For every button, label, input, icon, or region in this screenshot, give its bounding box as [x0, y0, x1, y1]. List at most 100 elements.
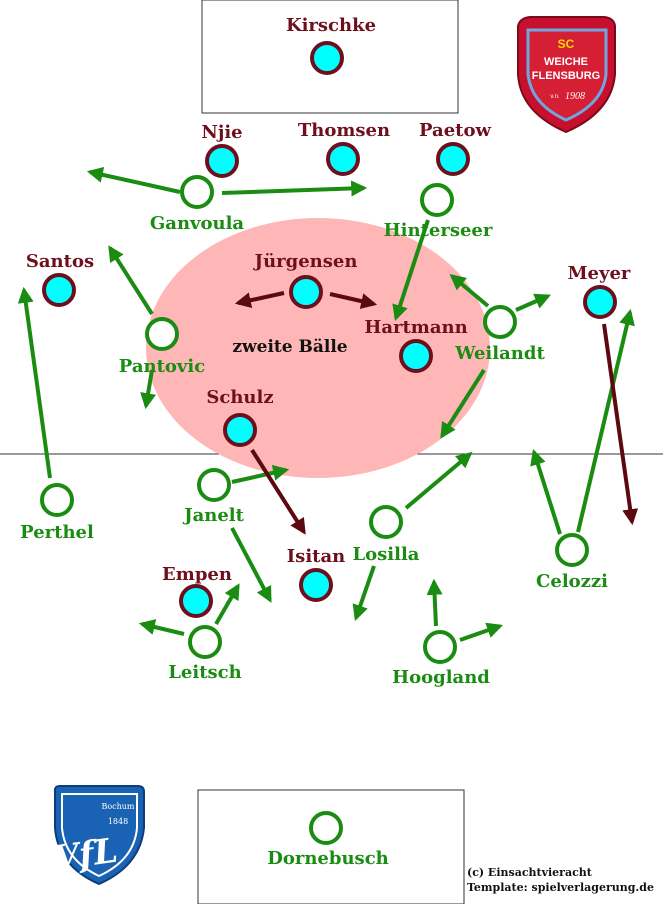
arrow-pantovic-up: [108, 245, 154, 316]
player-perthel: Perthel: [20, 483, 94, 543]
top-penalty-box: [201, 0, 459, 114]
player-dornebusch: Dornebusch: [267, 811, 389, 869]
home-arrows: [234, 291, 639, 535]
arrow-leitsch-up: [214, 583, 240, 626]
player-hinterseer: Hinterseer: [384, 183, 493, 241]
player-label: Santos: [26, 251, 94, 272]
player-label: Paetow: [419, 120, 491, 141]
arrow-schulz: [250, 448, 306, 535]
player-celozzi: Celozzi: [536, 533, 608, 592]
player-token: [310, 41, 344, 75]
player-token: [40, 483, 74, 517]
player-token: [436, 142, 470, 176]
player-token: [483, 305, 517, 339]
player-token: [145, 317, 179, 351]
player-label: Jürgensen: [253, 251, 358, 272]
player-token: [179, 584, 213, 618]
player-pantovic: Pantovic: [119, 317, 205, 377]
player-token: [223, 413, 257, 447]
player-label: Losilla: [353, 544, 420, 565]
player-njie: Njie: [201, 122, 243, 178]
player-label: Hoogland: [392, 667, 490, 688]
credit-author: (c) Einsachtvieracht: [467, 866, 592, 879]
arrow-ganvoula-left: [86, 166, 181, 194]
player-label: Hinterseer: [384, 220, 493, 241]
crest-bochum: Bochum: [101, 802, 134, 811]
player-losilla: Losilla: [353, 505, 420, 565]
arrow-pantovic-down: [140, 369, 156, 410]
arrow-losilla-up: [404, 451, 473, 510]
player-token: [555, 533, 589, 567]
crest-sc: SC: [558, 37, 575, 51]
away-team-logo: VfL Bochum 1848: [50, 785, 145, 886]
player-label: Hartmann: [364, 317, 467, 338]
player-label: Kirschke: [286, 15, 376, 36]
player-token: [369, 505, 403, 539]
second-balls-zone: [146, 218, 490, 478]
credit-template: Template: spielverlagerung.de: [467, 881, 654, 894]
player-label: Weilandt: [454, 343, 545, 364]
crest-weiche: WEICHE: [544, 56, 588, 68]
player-hartmann: Hartmann: [364, 317, 468, 373]
player-token: [188, 625, 222, 659]
arrow-leitsch-left: [138, 619, 185, 636]
arrow-janelt-right: [231, 464, 290, 484]
player-token: [583, 285, 617, 319]
arrow-weilandt-up: [449, 273, 490, 308]
player-token: [299, 568, 333, 602]
zone-label: zweite Bälle: [232, 337, 347, 357]
player-weilandt: Weilandt: [454, 305, 545, 364]
arrow-weilandt-right: [515, 293, 551, 312]
player-label: Ganvoula: [150, 213, 245, 234]
arrow-hoogland-up: [426, 578, 443, 627]
player-token: [42, 273, 76, 307]
home-players: Kirschke Njie Thomsen Paetow Santos Jürg…: [26, 15, 631, 618]
player-label: Empen: [162, 564, 232, 585]
arrow-perthel: [17, 286, 52, 479]
player-label: Njie: [201, 122, 242, 143]
arrow-ganvoula-right: [221, 180, 368, 197]
player-juergensen: Jürgensen: [253, 251, 358, 309]
player-kirschke: Kirschke: [286, 15, 376, 75]
player-meyer: Meyer: [568, 263, 631, 319]
arrow-juergensen-right: [329, 292, 378, 309]
player-token: [399, 339, 433, 373]
crest-year: 1848: [108, 817, 128, 826]
player-empen: Empen: [162, 564, 232, 618]
player-label: Leitsch: [168, 662, 241, 683]
player-label: Perthel: [20, 522, 94, 543]
player-label: Janelt: [182, 505, 245, 526]
crest-letters: VfL: [50, 831, 120, 880]
bottom-penalty-box: [197, 789, 465, 904]
home-team-logo: SC WEICHE FLENSBURG v.n. 1908: [517, 16, 616, 134]
crest-inner: [526, 28, 608, 122]
player-label: Celozzi: [536, 571, 608, 592]
player-paetow: Paetow: [419, 120, 491, 176]
arrow-celozzi-up: [530, 448, 562, 535]
arrow-celozzi-long: [576, 308, 635, 533]
arrow-juergensen-left: [234, 291, 285, 309]
arrow-janelt-down: [230, 527, 272, 603]
arrow-meyer: [602, 323, 639, 526]
player-label: Isitan: [287, 546, 345, 567]
player-token: [423, 630, 457, 664]
player-token: [309, 811, 343, 845]
player-token: [289, 275, 323, 309]
arrow-hoogland-right: [459, 622, 504, 642]
away-players: Ganvoula Hinterseer Pantovic Weilandt Pe…: [20, 175, 608, 869]
crest-small: v.n.: [550, 94, 560, 100]
arrow-hinterseer: [392, 219, 430, 322]
arrow-losilla-down: [352, 565, 376, 622]
player-ganvoula: Ganvoula: [150, 175, 245, 234]
arrow-weilandt-down: [440, 368, 486, 439]
away-arrows: [17, 166, 635, 642]
player-label: Schulz: [206, 387, 273, 408]
player-thomsen: Thomsen: [298, 120, 390, 176]
player-token: [326, 142, 360, 176]
player-token: [197, 468, 231, 502]
crest-inner: [61, 793, 138, 878]
player-token: [180, 175, 214, 209]
player-token: [205, 144, 239, 178]
crest-year: 1908: [565, 91, 585, 102]
